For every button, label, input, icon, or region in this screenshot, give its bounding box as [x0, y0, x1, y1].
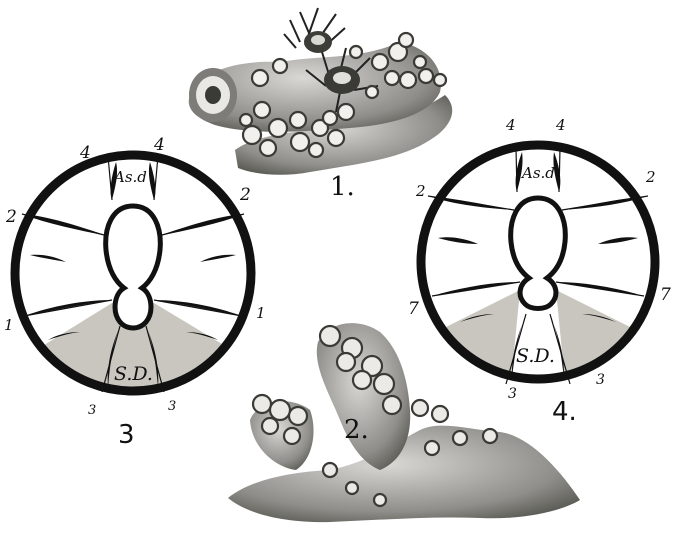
fig4-num-upper-right: 2 [645, 168, 656, 186]
fig4-num-upper-left: 2 [415, 182, 426, 200]
fig3-num-bottom-left: 3 [88, 403, 96, 418]
fig3-sd-label: S.D. [114, 363, 153, 385]
shaded-sector-left [420, 290, 520, 400]
fig3-num-lower-left: 1 [4, 316, 14, 334]
fig3-num-top-left: 4 [79, 143, 91, 163]
fig4-num-bottom-left: 3 [508, 386, 517, 402]
shaded-sector-right [556, 290, 656, 400]
figure-1-number: 1. [330, 172, 355, 202]
fig4-num-top-right: 4 [555, 116, 566, 134]
fig3-num-bottom-right: 3 [168, 399, 176, 414]
fig4-num-top-left: 4 [505, 116, 516, 134]
fig3-num-lower-right: 1 [256, 304, 266, 322]
expanded-polyp-top [284, 8, 345, 53]
figure-2-number: 2. [344, 415, 369, 445]
fig3-asd-label: As.d [112, 168, 147, 186]
fig4-num-lower-right: 7 [660, 285, 671, 305]
figure-4-number: 4. [552, 397, 577, 427]
fig4-sd-label: S.D. [516, 345, 555, 367]
fig3-num-upper-right: 2 [239, 185, 251, 205]
stomodaeum [106, 206, 161, 328]
fig3-num-upper-left: 2 [5, 207, 17, 227]
fig4-num-lower-left: 7 [408, 299, 419, 319]
figure-4-mesentery-diagram: As.d S.D. 4 4 2 2 7 7 3 3 4. [408, 116, 671, 427]
stomodaeum [511, 198, 566, 309]
figure-3-mesentery-diagram: As.d S.D. 4 4 2 2 1 1 3 3 3 [4, 135, 266, 450]
fig3-num-top-right: 4 [153, 135, 165, 155]
fig4-asd-label: As.d [520, 164, 555, 182]
figure-3-number: 3 [118, 420, 135, 450]
expanded-polyp-left [189, 68, 237, 122]
fig4-num-bottom-right: 3 [596, 372, 605, 388]
figure-1-coral-colony: 1. [189, 8, 452, 202]
